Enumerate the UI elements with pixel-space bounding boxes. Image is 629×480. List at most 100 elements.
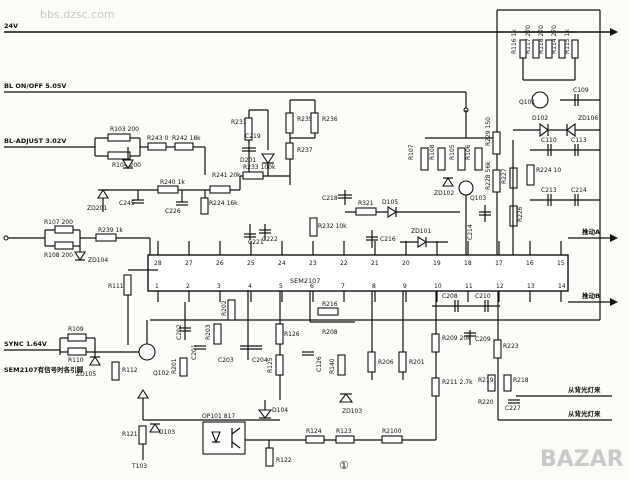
ic-pin-label: 20 — [402, 260, 410, 267]
q101-bias-network: R116 1k R117 270 R118 270 R114 270 R115 … — [496, 9, 601, 138]
ic-pin-label: 28 — [154, 260, 162, 267]
r111-branch: R111 — [108, 238, 158, 345]
ic-pin-label: 6 — [310, 283, 314, 290]
label-r226: R226 — [517, 206, 524, 222]
label-r110: R110 — [68, 357, 84, 364]
label-d105: D105 — [382, 199, 398, 206]
label-c109: C109 — [573, 87, 589, 94]
label-d104: D104 — [272, 407, 288, 414]
input-network: R103 200 R104 200 R243 0 R242 18k — [94, 126, 206, 175]
watermark-text: bbs.dzsc.com — [40, 8, 115, 21]
ic-pin-label: 9 — [403, 283, 407, 290]
label-zd105: ZD105 — [76, 371, 96, 378]
label-r117: R117 270 — [525, 25, 532, 54]
label-r112: R112 — [122, 367, 138, 374]
label-r107: R107 200 — [44, 219, 73, 226]
output-filter: C110 C113 R224 10 C213 C214 — [526, 105, 601, 320]
r231-column: R231 C219 D201 — [231, 109, 276, 176]
label-r240: R240 1k — [160, 179, 185, 186]
label-r2100: R2100 — [382, 428, 402, 435]
mid-network: C221 C222 R232 10k C218 R321 D105 C216 Z… — [244, 190, 460, 248]
label-r224: R224 16k — [209, 200, 238, 207]
ic-pin-label: 26 — [216, 260, 224, 267]
label-r243: R243 0 — [147, 135, 169, 142]
label-r109: R109 — [68, 326, 84, 333]
label-c203: C203 — [218, 357, 234, 364]
label-d201: D201 — [240, 157, 256, 164]
label-r228: R228 56k — [485, 161, 492, 190]
label-r108: R108 200 — [44, 252, 73, 259]
label-c113: C113 — [571, 137, 587, 144]
label-sync: SYNC 1.64V — [4, 340, 47, 348]
label-r115: R115 1k — [564, 29, 571, 54]
ic-pin-label: 5 — [279, 283, 283, 290]
label-c210: C210 — [475, 293, 491, 300]
ic-pin-label: 10 — [434, 283, 442, 290]
label-zd101: ZD101 — [411, 228, 431, 235]
label-c216: C216 — [380, 236, 396, 243]
label-r237: R237 — [297, 147, 313, 154]
label-c214: C214 — [467, 224, 474, 240]
label-r239: R239 1k — [98, 227, 123, 234]
ic-pin-label: 13 — [527, 283, 535, 290]
ic-pin-label: 25 — [247, 260, 255, 267]
label-drive-a: 推动A — [582, 227, 600, 236]
ic-pin-label: 7 — [341, 283, 345, 290]
label-sem-note: SEM2107有信号时各引脚 — [4, 365, 84, 374]
r235-network: R235 R236 R237 — [285, 99, 338, 185]
label-24v: 24V — [4, 22, 18, 30]
label-r227: R227 — [501, 168, 508, 184]
ic-pin-label: 15 — [557, 260, 565, 267]
label-r126: R126 — [284, 331, 300, 338]
ic-pin-label: 4 — [248, 283, 252, 290]
ic-pin-label: 8 — [372, 283, 376, 290]
lower-network: C202 R201 C201 R203 R202 C203 C204 R126 … — [171, 290, 529, 440]
opto-section: R121 D103 T103 OP101 817 D104 R122 R124 … — [122, 388, 436, 472]
label-zd103: ZD103 — [342, 408, 362, 415]
label-r235: R235 — [297, 116, 313, 123]
ic-pin-label: 24 — [278, 260, 286, 267]
label-r232: R232 10k — [318, 223, 347, 230]
label-c218: C218 — [322, 195, 338, 202]
label-r121: R121 — [122, 431, 138, 438]
ic-pin-label: 16 — [526, 260, 534, 267]
label-c209: C209 — [475, 336, 491, 343]
ic-pin-label: 2 — [186, 283, 190, 290]
label-c201: C201 — [191, 344, 198, 360]
ic-pin-label: 3 — [217, 283, 221, 290]
rail-24v: 24V — [4, 22, 618, 36]
ic-pin-label: 14 — [558, 283, 566, 290]
label-c219: C219 — [245, 133, 261, 140]
r228-column: R229 150 R228 56k R227 R226 — [485, 32, 524, 255]
label-r224b: R224 10 — [536, 167, 561, 174]
label-c204: C204 — [252, 357, 268, 364]
label-r201: R201 — [171, 358, 178, 374]
label-zd201: ZD201 — [87, 205, 107, 212]
label-d102: D102 — [532, 115, 548, 122]
label-feedback-1: 从背光灯来 — [568, 385, 601, 394]
label-r123: R123 — [336, 428, 352, 435]
ic-pin-label: 27 — [185, 260, 193, 267]
label-c214b: C214 — [571, 187, 587, 194]
label-r108b: R108 — [429, 144, 436, 160]
label-r105: R105 — [449, 144, 456, 160]
label-q101: Q101 — [519, 99, 535, 106]
rail-bl-adjust: BL-ADJUST 3.02V — [4, 137, 95, 148]
label-r116: R116 1k — [511, 29, 518, 54]
label-c227: C227 — [505, 405, 521, 412]
label-c226: C226 — [165, 208, 181, 215]
ic-pin-label: 22 — [340, 260, 348, 267]
label-r140: R140 — [329, 358, 336, 374]
label-q102: Q102 — [153, 370, 169, 377]
dim-input-network: R107 200 R108 200 R239 1k ZD104 — [3, 219, 150, 264]
ic-pin-label: 17 — [495, 260, 503, 267]
label-r203: R203 — [205, 324, 212, 340]
label-r220: R220 — [478, 399, 494, 406]
label-zd106: ZD106 — [578, 115, 598, 122]
label-drive-b: 推动B — [582, 291, 600, 300]
onoff-cluster: R107 R108 R105 R106 ZD102 Q103 C214 — [408, 110, 495, 255]
label-r211: R211 2.7k — [442, 379, 473, 386]
label-r111: R111 — [108, 283, 124, 290]
